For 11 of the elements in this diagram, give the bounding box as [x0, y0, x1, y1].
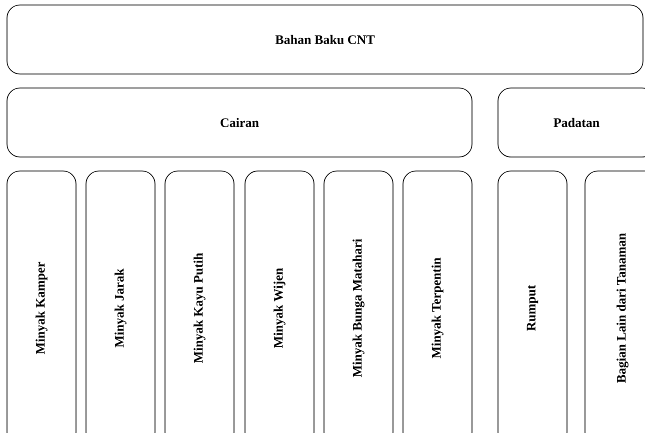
column-box: Minyak Wijen: [244, 170, 314, 433]
category-box: Cairan: [6, 88, 472, 158]
column-box: Rumput: [498, 170, 568, 433]
column-box: Minyak Kamper: [6, 170, 76, 433]
category-box: Bahan Baku CNT: [6, 4, 644, 74]
column-box: Minyak Jarak: [86, 170, 156, 433]
column-box: Minyak Terpentin: [402, 170, 472, 433]
category-box: Padatan: [498, 88, 645, 158]
column-box: Minyak Bunga Matahari: [324, 170, 394, 433]
column-box: Bagian Lain dari Tanaman: [584, 170, 645, 433]
column-box: Minyak Kayu Putih: [164, 170, 234, 433]
